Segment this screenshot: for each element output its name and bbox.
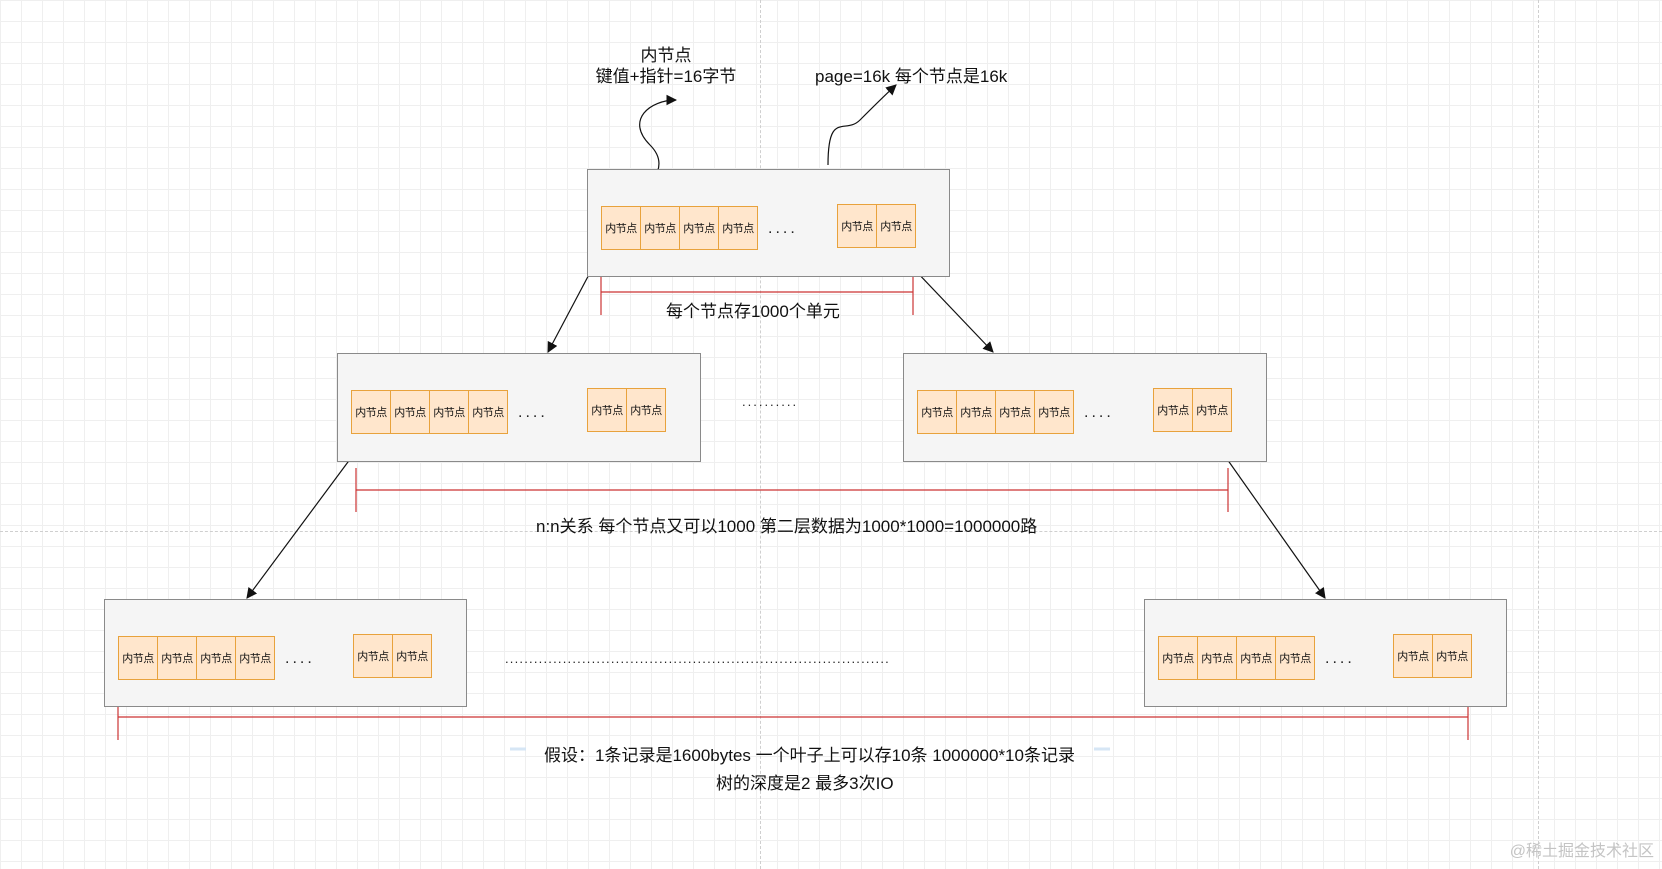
vertical-guide-center bbox=[760, 0, 761, 869]
inner-node-size-label: 键值+指针=16字节 bbox=[595, 67, 737, 86]
bottom-left-cells-right: 内节点 内节点 bbox=[353, 634, 432, 678]
middle-right-cells-left: 内节点 内节点 内节点 内节点 bbox=[917, 390, 1074, 434]
node-cell: 内节点 bbox=[118, 636, 158, 680]
bracket-middle bbox=[355, 468, 1229, 512]
node-cell: 内节点 bbox=[995, 390, 1035, 434]
node-cell: 内节点 bbox=[587, 388, 627, 432]
middle-right-ellipsis: .... bbox=[1084, 404, 1114, 421]
root-cells-right: 内节点 内节点 bbox=[837, 204, 916, 248]
root-ellipsis: .... bbox=[768, 220, 798, 237]
units-per-node-label: 每个节点存1000个单元 bbox=[666, 302, 840, 321]
horizontal-guide bbox=[0, 531, 1662, 532]
bottom-left-cells-left: 内节点 内节点 内节点 内节点 bbox=[118, 636, 275, 680]
node-cell: 内节点 bbox=[1275, 636, 1315, 680]
node-cell: 内节点 bbox=[1393, 634, 1433, 678]
inner-node-title: 内节点 bbox=[640, 46, 692, 65]
callout-arrow-page-size bbox=[827, 84, 897, 166]
root-cells-left: 内节点 内节点 内节点 内节点 bbox=[601, 206, 758, 250]
node-cell: 内节点 bbox=[353, 634, 393, 678]
arrow-mid-to-bottom-left bbox=[246, 434, 369, 599]
node-cell: 内节点 bbox=[679, 206, 719, 250]
bottom-right-cells-right: 内节点 内节点 bbox=[1393, 634, 1472, 678]
node-cell: 内节点 bbox=[351, 390, 391, 434]
node-cell: 内节点 bbox=[876, 204, 916, 248]
node-cell: 内节点 bbox=[1236, 636, 1276, 680]
node-cell: 内节点 bbox=[837, 204, 877, 248]
node-cell: 内节点 bbox=[235, 636, 275, 680]
node-cell: 内节点 bbox=[392, 634, 432, 678]
node-cell: 内节点 bbox=[626, 388, 666, 432]
depth-label: 树的深度是2 最多3次IO bbox=[716, 774, 894, 793]
node-cell: 内节点 bbox=[640, 206, 680, 250]
middle-left-cells-left: 内节点 内节点 内节点 内节点 bbox=[351, 390, 508, 434]
node-cell: 内节点 bbox=[1153, 388, 1193, 432]
middle-left-cells-right: 内节点 内节点 bbox=[587, 388, 666, 432]
node-cell: 内节点 bbox=[1158, 636, 1198, 680]
second-level-label: n:n关系 每个节点又可以1000 第二层数据为1000*1000=100000… bbox=[536, 517, 1038, 536]
bottom-right-ellipsis: .... bbox=[1325, 650, 1355, 667]
page-size-label: page=16k 每个节点是16k bbox=[815, 67, 1008, 86]
node-cell: 内节点 bbox=[956, 390, 996, 434]
node-cell: 内节点 bbox=[917, 390, 957, 434]
node-cell: 内节点 bbox=[390, 390, 430, 434]
middle-row-ellipsis: .......... bbox=[742, 394, 799, 409]
bottom-right-cells-left: 内节点 内节点 内节点 内节点 bbox=[1158, 636, 1315, 680]
bottom-row-ellipsis: ........................................… bbox=[505, 651, 890, 666]
node-cell: 内节点 bbox=[196, 636, 236, 680]
node-cell: 内节点 bbox=[1432, 634, 1472, 678]
bottom-left-ellipsis: .... bbox=[285, 650, 315, 667]
bracket-top bbox=[600, 270, 914, 315]
middle-left-ellipsis: .... bbox=[518, 404, 548, 421]
node-cell: 内节点 bbox=[1192, 388, 1232, 432]
node-cell: 内节点 bbox=[468, 390, 508, 434]
node-cell: 内节点 bbox=[1197, 636, 1237, 680]
middle-right-cells-right: 内节点 内节点 bbox=[1153, 388, 1232, 432]
node-cell: 内节点 bbox=[157, 636, 197, 680]
vertical-guide-right bbox=[1538, 0, 1539, 869]
node-cell: 内节点 bbox=[1034, 390, 1074, 434]
watermark: @稀土掘金技术社区 bbox=[1509, 843, 1654, 860]
node-cell: 内节点 bbox=[718, 206, 758, 250]
node-cell: 内节点 bbox=[601, 206, 641, 250]
node-cell: 内节点 bbox=[429, 390, 469, 434]
assumption-label: 假设：1条记录是1600bytes 一个叶子上可以存10条 1000000*10… bbox=[544, 746, 1075, 765]
